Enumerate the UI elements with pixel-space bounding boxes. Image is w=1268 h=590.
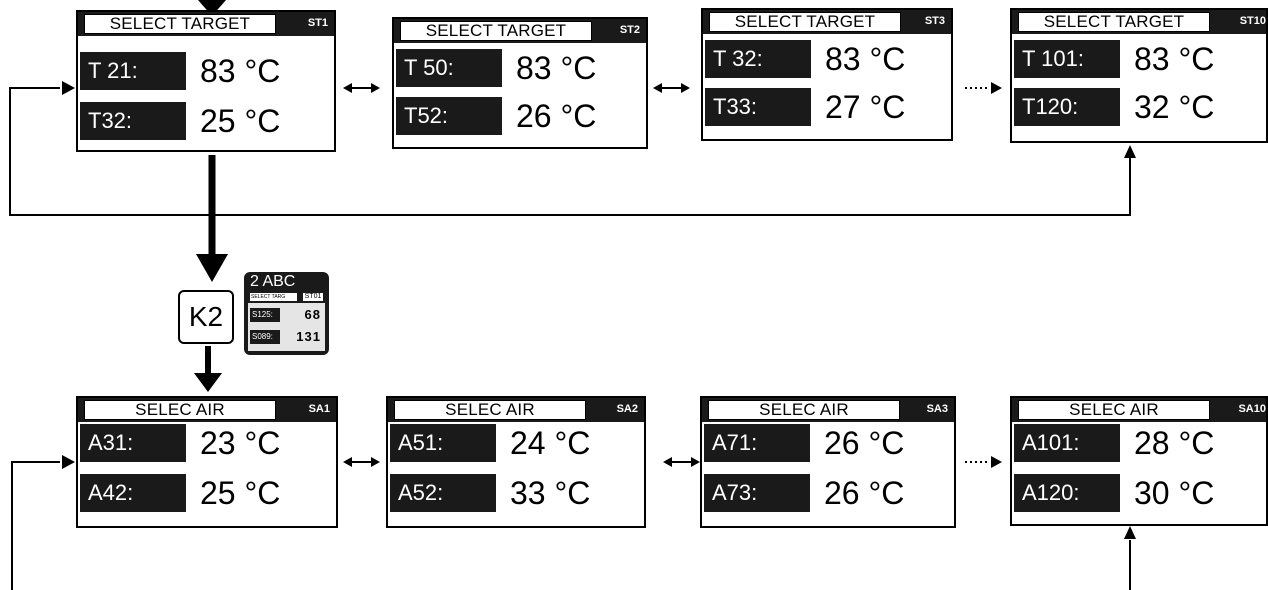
screen-code: SA3 <box>926 403 948 415</box>
row-value: 26 °C <box>824 475 905 511</box>
bidirectional-arrow-st2-st3 <box>653 83 690 93</box>
row-value: 25 °C <box>200 103 281 139</box>
screen-code: ST10 <box>1239 15 1266 27</box>
screen-code: ST1 <box>307 17 328 29</box>
screen-title: SELEC AIR <box>84 400 276 420</box>
row-value: 28 °C <box>1134 425 1215 461</box>
down-arrow-head-k2 <box>196 254 228 282</box>
screen-title: SELEC AIR <box>394 400 586 420</box>
air-screen-sa3: SELEC AIR SA3 A71: 26 °C A73: 26 °C <box>700 396 956 528</box>
screen-code: ST2 <box>619 24 640 36</box>
target-screen-st2: SELECT TARGET ST2 T 50: 83 °C T52: 26 °C <box>392 17 648 149</box>
target-screen-st3: SELECT TARGET ST3 T 32: 83 °C T33: 27 °C <box>701 8 953 141</box>
row-label: A42: <box>80 474 186 512</box>
screen-title: SELEC AIR <box>1018 400 1210 420</box>
row-value: 33 °C <box>510 475 591 511</box>
k2-key[interactable]: K2 <box>178 290 234 344</box>
mini-row-label: S089: <box>250 330 280 344</box>
row-value: 27 °C <box>825 89 906 125</box>
screen-code: SA10 <box>1238 403 1266 415</box>
row-label: T120: <box>1014 88 1120 126</box>
mini-display-title: SELECT TARG <box>250 293 297 301</box>
air-screen-sa1: SELEC AIR SA1 A31: 23 °C A42: 25 °C <box>76 396 338 528</box>
row-value: 83 °C <box>825 41 906 77</box>
screen-title: SELECT TARGET <box>709 12 901 32</box>
row-value: 83 °C <box>516 50 597 86</box>
screen-code: ST3 <box>924 15 945 27</box>
row-value: 32 °C <box>1134 89 1215 125</box>
bidirectional-arrow-sa1-sa2 <box>343 457 380 467</box>
screen-code: SA2 <box>616 403 638 415</box>
row-label: T 21: <box>80 52 186 90</box>
screen-title: SELECT TARGET <box>400 21 592 41</box>
mini-display-screen: SELECT TARG ST01 S125: 68 S089: 131 <box>248 292 325 351</box>
row-label: A31: <box>80 424 186 462</box>
row-label: T52: <box>396 97 502 135</box>
row-value: 23 °C <box>200 425 281 461</box>
bidirectional-arrow-sa2-sa3 <box>663 457 700 467</box>
target-screen-st10: SELECT TARGET ST10 T 101: 83 °C T120: 32… <box>1010 8 1268 143</box>
row-value: 24 °C <box>510 425 591 461</box>
row-value: 26 °C <box>824 425 905 461</box>
loop-arrow-up-st10 <box>1124 145 1136 158</box>
screen-title: SELECT TARGET <box>84 14 276 34</box>
mini-display-top-text: 2 ABC <box>250 273 296 290</box>
air-screen-sa10: SELEC AIR SA10 A101: 28 °C A120: 30 °C <box>1010 396 1268 526</box>
loop-line-bottom-left <box>11 461 60 590</box>
dotted-arrow-sa3-sa10 <box>965 456 1002 468</box>
loop-arrow-up-sa10 <box>1124 526 1136 539</box>
screen-code: SA1 <box>308 403 330 415</box>
dotted-arrow-st3-st10 <box>965 82 1002 94</box>
loop-arrow-into-sa1 <box>62 455 75 469</box>
row-label: T 32: <box>705 40 811 78</box>
row-label: A52: <box>390 474 496 512</box>
screen-title: SELEC AIR <box>708 400 900 420</box>
target-screen-st1: SELECT TARGET ST1 T 21: 83 °C T32: 25 °C <box>76 10 336 152</box>
mini-display-code: ST01 <box>303 293 323 301</box>
row-value: 30 °C <box>1134 475 1215 511</box>
row-label: A120: <box>1014 474 1120 512</box>
row-label: T 101: <box>1014 40 1120 78</box>
mini-row-label: S125: <box>250 308 280 322</box>
row-label: A73: <box>704 474 810 512</box>
row-value: 26 °C <box>516 98 597 134</box>
row-value: 25 °C <box>200 475 281 511</box>
row-label: A101: <box>1014 424 1120 462</box>
row-label: T32: <box>80 102 186 140</box>
down-arrow-head-sa1 <box>194 373 222 392</box>
loop-arrow-into-st1 <box>62 81 75 95</box>
row-label: A71: <box>704 424 810 462</box>
air-screen-sa2: SELEC AIR SA2 A51: 24 °C A52: 33 °C <box>386 396 646 528</box>
row-value: 83 °C <box>200 53 281 89</box>
screen-title: SELECT TARGET <box>1018 12 1210 32</box>
row-value: 83 °C <box>1134 41 1215 77</box>
mini-display: 2 ABC SELECT TARG ST01 S125: 68 S089: 13… <box>244 272 329 355</box>
bidirectional-arrow-st1-st2 <box>343 83 380 93</box>
row-label: A51: <box>390 424 496 462</box>
mini-row-value: 68 <box>304 307 321 322</box>
mini-row-value: 131 <box>296 329 321 344</box>
row-label: T 50: <box>396 49 502 87</box>
row-label: T33: <box>705 88 811 126</box>
